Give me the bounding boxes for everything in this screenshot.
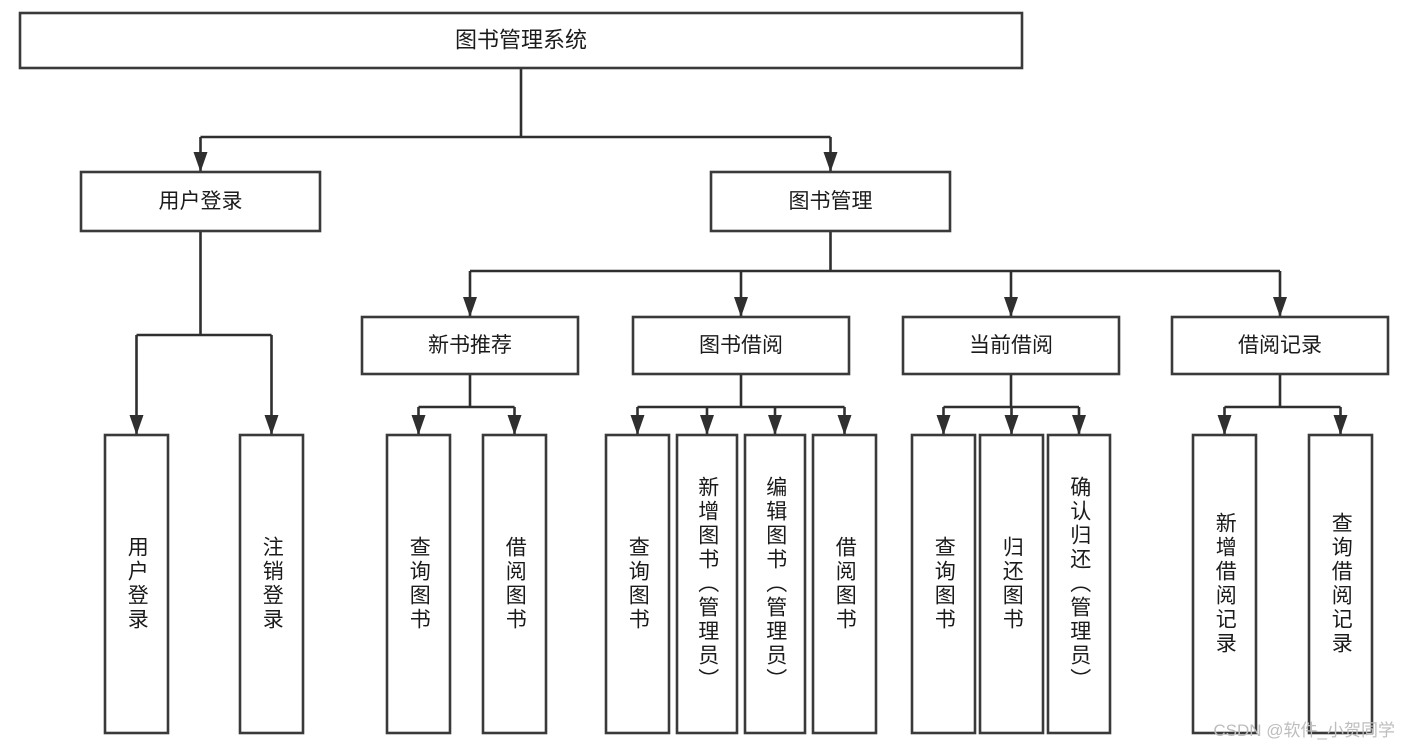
- arrow-head: [1333, 415, 1348, 435]
- node-box-leaf-return-book[interactable]: [978, 433, 1045, 735]
- arrow-head: [1072, 415, 1086, 435]
- node-box-leaf-query-borrow-record[interactable]: [1307, 433, 1374, 735]
- node-box-leaf-add-borrow-record[interactable]: [1191, 433, 1258, 735]
- node-label-user-login: 用户登录: [159, 190, 243, 213]
- node-box-book-manage[interactable]: [709, 170, 952, 233]
- node-box-leaf-confirm-return-admin[interactable]: [1046, 433, 1112, 735]
- node-box-leaf-query-book-1[interactable]: [385, 433, 452, 735]
- arrow-head: [507, 415, 522, 435]
- arrow-head: [1004, 415, 1019, 435]
- arrow-head: [129, 415, 144, 435]
- node-label-new-book-recommend: 新书推荐: [428, 334, 512, 357]
- boxes-layer: [18, 11, 1390, 735]
- node-box-leaf-query-book-2[interactable]: [604, 433, 671, 735]
- arrow-head: [1217, 415, 1232, 435]
- node-box-leaf-add-book-admin[interactable]: [675, 433, 739, 735]
- node-box-root[interactable]: [18, 11, 1024, 70]
- arrow-head: [411, 415, 426, 435]
- node-box-leaf-edit-book-admin[interactable]: [743, 433, 807, 735]
- node-box-leaf-borrow-book-2[interactable]: [811, 433, 878, 735]
- arrow-head: [700, 415, 714, 435]
- arrow-head: [463, 297, 477, 317]
- arrow-head: [734, 297, 748, 317]
- arrow-head: [1273, 297, 1287, 317]
- node-box-user-login[interactable]: [79, 170, 322, 233]
- arrow-head: [823, 152, 838, 172]
- node-label-book-manage: 图书管理: [789, 190, 873, 213]
- node-box-leaf-user-logout[interactable]: [238, 433, 305, 735]
- arrow-head: [193, 152, 208, 172]
- node-box-leaf-borrow-book-1[interactable]: [481, 433, 548, 735]
- node-box-current-borrow[interactable]: [901, 315, 1121, 376]
- node-box-leaf-user-login[interactable]: [103, 433, 170, 735]
- arrow-head: [936, 415, 951, 435]
- edges-layer: [129, 68, 1348, 435]
- arrow-head: [768, 415, 782, 435]
- node-label-root: 图书管理系统: [455, 27, 587, 52]
- node-label-current-borrow: 当前借阅: [969, 334, 1053, 357]
- node-box-borrow-record[interactable]: [1170, 315, 1390, 376]
- node-box-book-borrow[interactable]: [631, 315, 851, 376]
- node-box-new-book-recommend[interactable]: [360, 315, 580, 376]
- arrow-head: [630, 415, 645, 435]
- arrow-head: [837, 415, 852, 435]
- node-box-leaf-query-book-3[interactable]: [910, 433, 977, 735]
- node-label-book-borrow: 图书借阅: [699, 334, 783, 357]
- node-label-borrow-record: 借阅记录: [1238, 334, 1322, 357]
- watermark: CSDN @软件_小贺同学: [1213, 721, 1395, 740]
- arrow-head: [1004, 297, 1018, 317]
- arrow-head: [264, 415, 279, 435]
